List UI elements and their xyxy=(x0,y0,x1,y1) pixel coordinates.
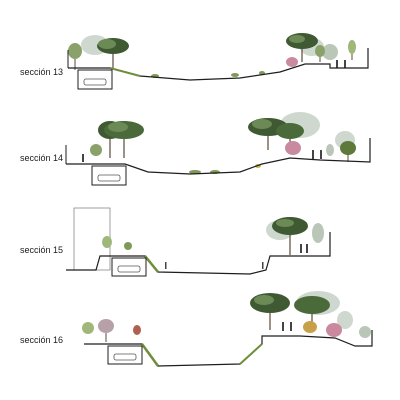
section-13-label: sección 13 xyxy=(20,67,63,77)
pink-shrub xyxy=(286,57,298,67)
pink-tree xyxy=(326,323,342,337)
green-slope xyxy=(109,67,141,77)
section-13-vegetation xyxy=(68,33,356,78)
section-13: sección 13 xyxy=(20,33,369,90)
person-figure xyxy=(320,150,322,159)
pine-tree xyxy=(276,123,304,139)
green-slope xyxy=(140,343,160,367)
section-14-label: sección 14 xyxy=(20,153,63,163)
person-figure xyxy=(290,322,292,331)
person-figure xyxy=(82,154,84,162)
person-figure xyxy=(336,60,338,68)
shrub xyxy=(231,73,239,77)
red-tree xyxy=(133,325,141,335)
small-tree xyxy=(98,319,114,333)
person-figure xyxy=(312,150,314,159)
small-tree xyxy=(326,144,334,156)
shrub xyxy=(124,242,132,250)
section-15-vegetation xyxy=(102,217,324,269)
tunnel-box xyxy=(107,345,143,365)
pale-tree xyxy=(322,44,338,60)
section-14-ground-line xyxy=(66,138,371,175)
person-figure xyxy=(300,244,302,253)
section-16: sección 16 xyxy=(20,291,373,367)
small-tree xyxy=(359,326,371,338)
small-tree xyxy=(90,144,102,156)
pine-tree xyxy=(294,296,330,314)
shrub xyxy=(189,170,201,174)
vehicle xyxy=(113,353,137,361)
round-tree xyxy=(303,321,317,333)
vehicle xyxy=(97,174,121,182)
person-figure xyxy=(344,60,346,68)
section-14: sección 14 xyxy=(20,112,371,186)
pine-highlight xyxy=(276,219,294,227)
vehicle xyxy=(83,78,107,86)
small-tree xyxy=(315,45,325,57)
section-16-vegetation xyxy=(82,291,371,342)
small-tree xyxy=(348,40,356,54)
person-figure xyxy=(165,262,167,269)
section-16-label: sección 16 xyxy=(20,335,63,345)
pine-highlight xyxy=(98,39,116,49)
person-figure xyxy=(262,262,264,269)
pale-tree xyxy=(337,311,353,329)
tunnel-box xyxy=(91,165,127,186)
vehicle xyxy=(117,265,141,273)
person-figure xyxy=(306,244,308,253)
person-figure xyxy=(282,322,284,331)
tunnel-box xyxy=(77,69,113,90)
pine-highlight xyxy=(254,295,274,305)
section-15: sección 15 xyxy=(20,207,331,277)
pale-tree xyxy=(312,223,324,243)
section-14-vegetation xyxy=(82,112,356,174)
section-15-ground-line xyxy=(66,232,331,275)
tunnel-box xyxy=(111,257,147,277)
section-15-label: sección 15 xyxy=(20,245,63,255)
pine-highlight xyxy=(289,35,305,43)
green-slope xyxy=(239,343,263,365)
small-tree xyxy=(68,43,82,59)
small-tree xyxy=(82,322,94,334)
pink-tree xyxy=(285,141,301,155)
pine-highlight xyxy=(252,119,272,129)
round-tree xyxy=(340,141,356,155)
pine-highlight xyxy=(108,122,128,132)
section-16-ground-line xyxy=(84,330,373,367)
small-tree xyxy=(102,236,112,248)
green-slope xyxy=(144,255,159,273)
